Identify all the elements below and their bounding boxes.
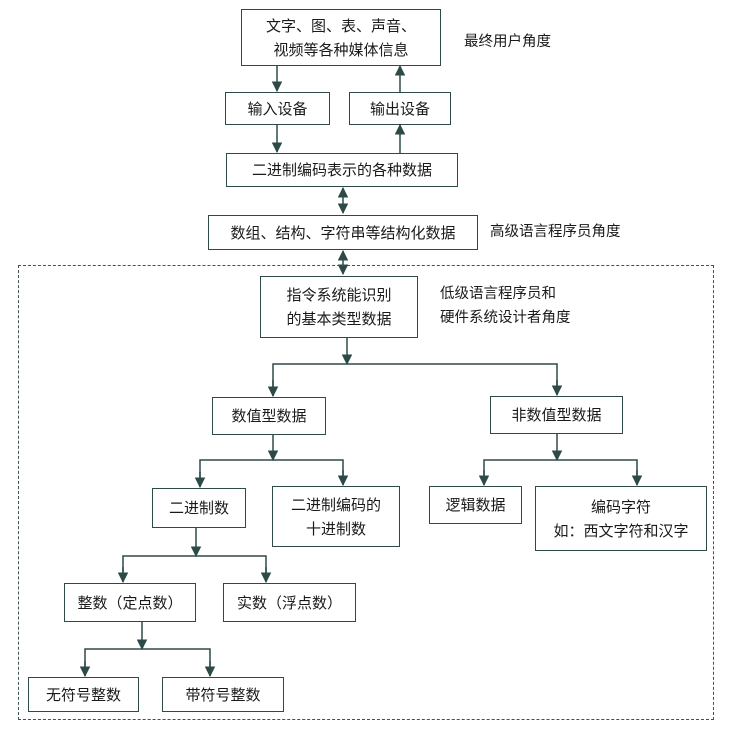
label-text: 硬件系统设计者角度 xyxy=(440,310,571,326)
node-text: 视频等各种媒体信息 xyxy=(273,40,409,59)
node-text: 编码字符 xyxy=(590,497,651,516)
node-media-information: 文字、图、表、声音、 视频等各种媒体信息 xyxy=(241,9,441,66)
node-text: 整数（定点数） xyxy=(77,593,183,612)
node-text: 输入设备 xyxy=(247,99,308,118)
node-text: 非数值型数据 xyxy=(511,406,602,424)
node-text: 实数（浮点数） xyxy=(236,593,342,612)
node-signed-integer: 带符号整数 xyxy=(162,677,284,712)
node-text: 指令系统能识别 xyxy=(286,286,392,304)
node-binary-number: 二进制数 xyxy=(152,488,246,528)
node-binary-encoded-data: 二进制编码表示的各种数据 xyxy=(226,153,458,187)
node-encoded-characters: 编码字符 如：西文字符和汉字 xyxy=(535,486,707,551)
node-text: 二进制编码表示的各种数据 xyxy=(251,161,432,179)
node-text: 带符号整数 xyxy=(185,685,261,704)
node-text: 的基本类型数据 xyxy=(286,310,392,328)
node-text: 无符号整数 xyxy=(45,685,121,704)
node-text: 输出设备 xyxy=(369,99,430,118)
node-numeric-data: 数值型数据 xyxy=(212,397,326,435)
node-unsigned-integer: 无符号整数 xyxy=(28,677,139,712)
node-text: 数组、结构、字符串等结构化数据 xyxy=(230,223,456,242)
node-text: 逻辑数据 xyxy=(445,496,506,514)
node-text: 十进制数 xyxy=(305,519,366,538)
label-low-level-programmer-perspective: 低级语言程序员和 硬件系统设计者角度 xyxy=(440,282,571,330)
label-text: 高级语言程序员角度 xyxy=(490,224,621,240)
label-text: 低级语言程序员和 xyxy=(440,286,556,302)
node-logic-data: 逻辑数据 xyxy=(429,486,522,524)
node-text: 如：西文字符和汉字 xyxy=(553,521,689,540)
node-bcd-number: 二进制编码的 十进制数 xyxy=(272,486,400,547)
node-basic-type-data: 指令系统能识别 的基本类型数据 xyxy=(260,276,418,338)
label-text: 最终用户角度 xyxy=(464,34,551,50)
node-text: 二进制数 xyxy=(168,499,229,517)
node-input-device: 输入设备 xyxy=(225,92,330,125)
node-output-device: 输出设备 xyxy=(349,92,451,125)
node-text: 数值型数据 xyxy=(231,407,307,425)
node-text: 文字、图、表、声音、 xyxy=(265,16,416,35)
label-high-level-programmer-perspective: 高级语言程序员角度 xyxy=(490,220,621,244)
node-text: 二进制编码的 xyxy=(290,495,381,514)
node-non-numeric-data: 非数值型数据 xyxy=(490,396,623,434)
hardware-level-frame xyxy=(18,265,714,720)
node-integer-fixed-point: 整数（定点数） xyxy=(64,583,196,622)
node-real-floating-point: 实数（浮点数） xyxy=(223,583,356,622)
node-structured-data: 数组、结构、字符串等结构化数据 xyxy=(208,215,478,250)
label-end-user-perspective: 最终用户角度 xyxy=(464,30,551,54)
